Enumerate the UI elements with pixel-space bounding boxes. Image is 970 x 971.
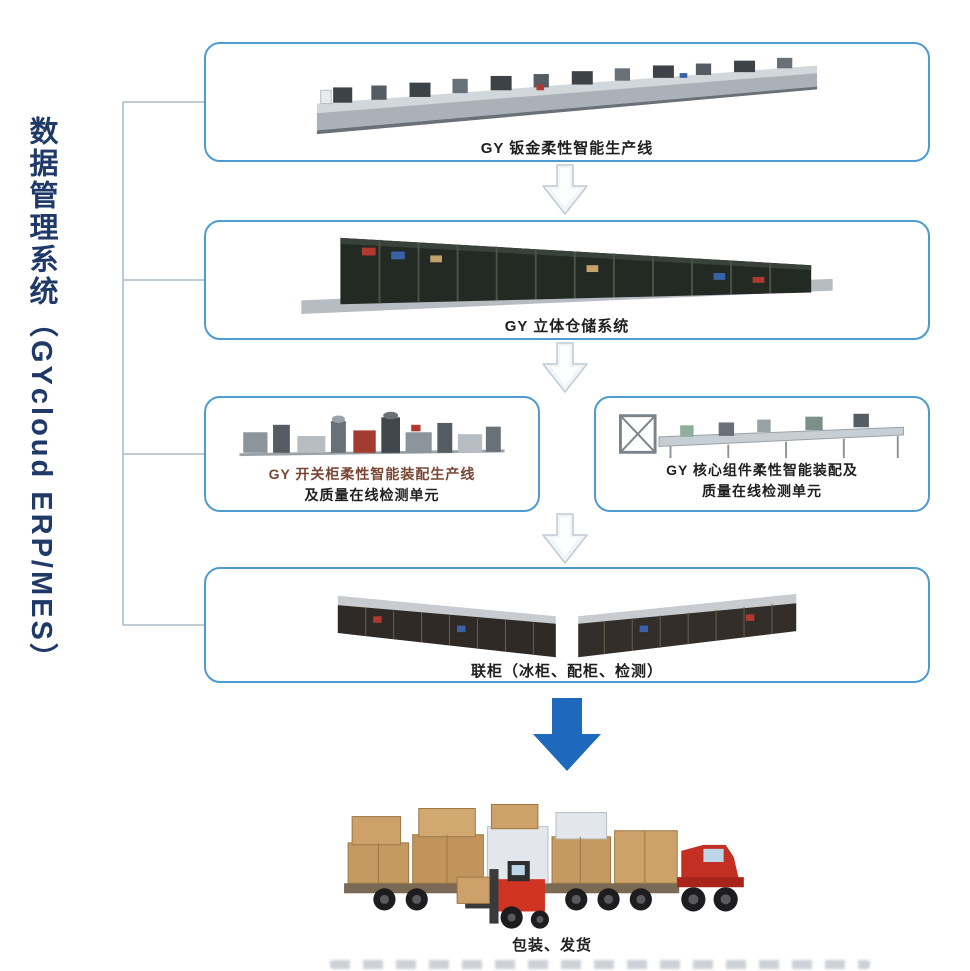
core-component-line-label-line2: 质量在线检测单元 — [702, 483, 822, 499]
cabinets-box: 联柜（冰柜、配柜、检测） — [204, 567, 930, 683]
down-arrow-3 — [542, 513, 588, 564]
switchgear-line-box: GY 开关柜柔性智能装配生产线 及质量在线检测单元 — [204, 396, 540, 512]
forklift-icon — [456, 861, 549, 929]
data-management-system-label: 数据管理系统（GYcloud ERP/MES） — [25, 116, 57, 675]
cabinets-label: 联柜（冰柜、配柜、检测） — [470, 663, 663, 680]
down-arrow-blue — [533, 698, 601, 771]
warehouse-box: GY 立体仓储系统 — [204, 220, 930, 340]
switchgear-line-label-line2: 及质量在线检测单元 — [304, 487, 440, 503]
sheet-metal-line-label: GY 钣金柔性智能生产线 — [480, 140, 654, 157]
switchgear-line-label-line1: GY 开关柜柔性智能装配生产线 — [268, 466, 476, 482]
shipping-label: 包装、发货 — [511, 937, 592, 954]
cabinets-image — [337, 593, 797, 658]
core-component-line-label-line1: GY 核心组件柔性智能装配及 — [666, 462, 858, 478]
down-arrow-1 — [542, 164, 588, 215]
sheet-metal-line-image — [316, 57, 818, 135]
shipping-truck-image — [344, 803, 744, 929]
scan-artifact — [330, 960, 870, 969]
core-component-line-label: GY 核心组件柔性智能装配及 质量在线检测单元 — [666, 460, 858, 502]
connector-lines — [122, 101, 206, 626]
switchgear-line-label: GY 开关柜柔性智能装配生产线 及质量在线检测单元 — [269, 464, 476, 506]
core-component-line-box: GY 核心组件柔性智能装配及 质量在线检测单元 — [594, 396, 930, 512]
switchgear-line-image — [239, 411, 505, 457]
core-component-line-image — [619, 413, 905, 459]
warehouse-image — [301, 237, 833, 315]
warehouse-label: GY 立体仓储系统 — [504, 318, 630, 335]
down-arrow-2 — [542, 342, 588, 393]
sheet-metal-line-box: GY 钣金柔性智能生产线 — [204, 42, 930, 162]
